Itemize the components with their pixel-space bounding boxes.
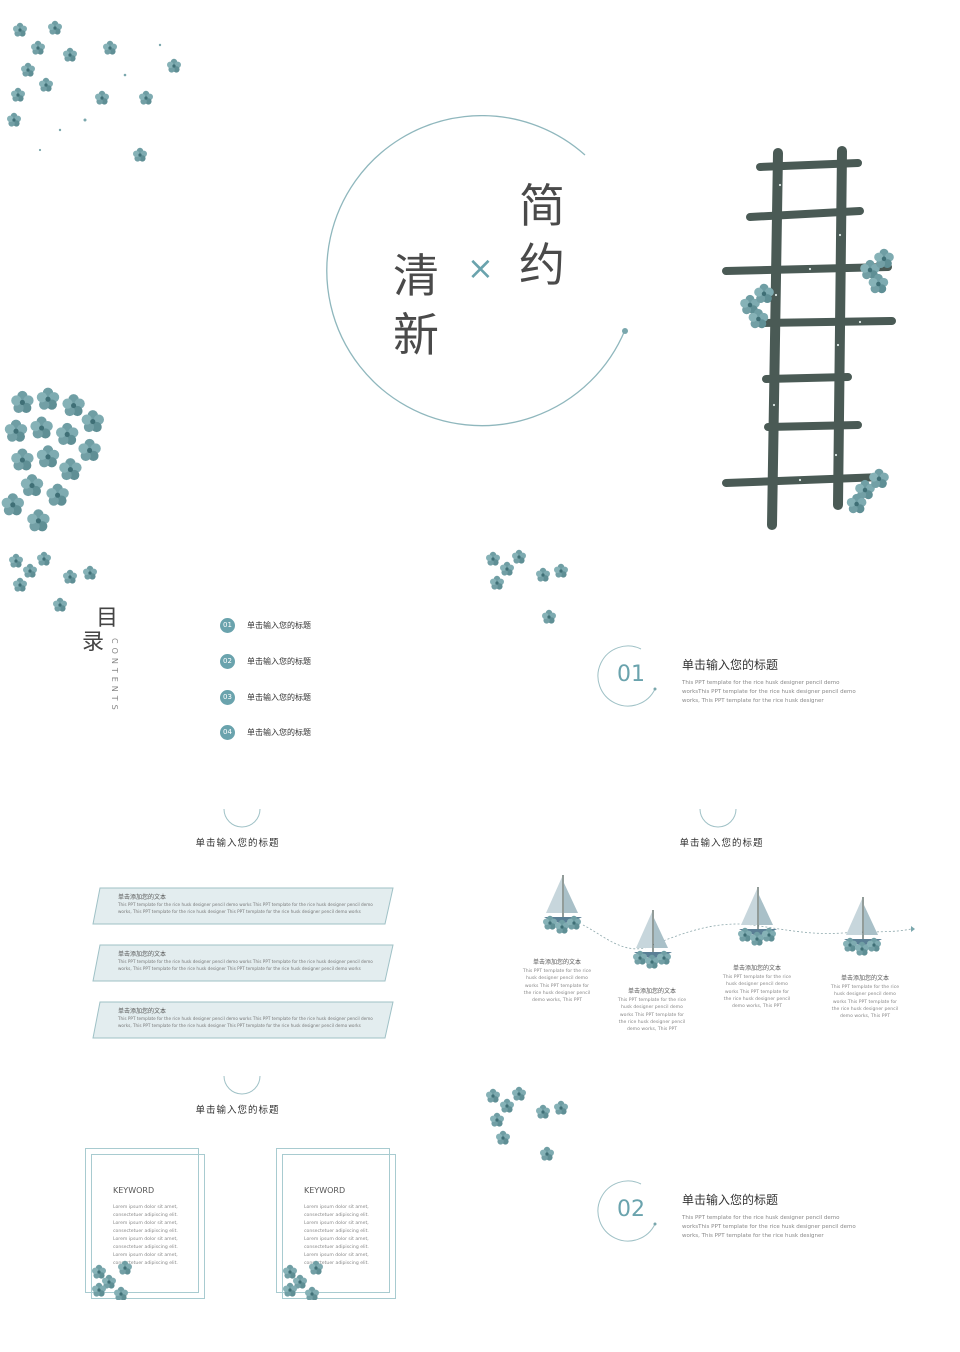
toc-title: 目 录	[82, 606, 119, 656]
toc-subtitle: CONTENTS	[110, 638, 119, 714]
keyword-card-1: KEYWORD Lorem ipsum dolor sit amet, cons…	[85, 1148, 205, 1300]
toc-title-line2: 录	[82, 630, 105, 656]
cover-char-2: 新	[393, 308, 439, 362]
timeline-path	[582, 923, 915, 950]
arc-decoration-icon	[699, 808, 737, 828]
slide-title: 单击输入您的标题	[679, 838, 764, 849]
contents-slide: 目 录 CONTENTS 01 单击输入您的标题 02 单击输入您的标题 03 …	[0, 545, 475, 805]
arc-decoration-icon	[223, 1075, 261, 1095]
timeline-item-text: This PPT template for the rice husk desi…	[522, 969, 592, 1004]
section-description: This PPT template for the rice husk desi…	[682, 1215, 856, 1239]
timeline-slide: 单击输入您的标题 单击添加您的文本 This PPT template for …	[483, 805, 960, 1070]
flower-cluster-icon	[486, 549, 568, 624]
toc-item-label: 单击输入您的标题	[247, 692, 311, 702]
list-slide: 单击输入您的标题 单击添加您的文本 This PPT template for …	[0, 805, 475, 1070]
card-text: Lorem ipsum dolor sit amet, consectetuer…	[304, 1205, 369, 1267]
timeline-item-heading: 单击添加您的文本	[627, 988, 676, 995]
toc-item-number: 04	[220, 724, 235, 740]
toc-item-label: 单击输入您的标题	[247, 656, 311, 666]
toc-title-line1: 目	[96, 606, 119, 631]
toc-item-2[interactable]: 02 单击输入您的标题	[220, 653, 311, 669]
card-keyword: KEYWORD	[113, 1186, 155, 1195]
flower-boat-icon	[543, 875, 582, 934]
text-box-1: 单击添加您的文本 This PPT template for the rice …	[92, 887, 394, 925]
text-box-heading: 单击添加您的文本	[118, 951, 167, 958]
flower-boat-icon	[633, 910, 672, 969]
cover-char-3: 简	[519, 179, 565, 233]
toc-item-1[interactable]: 01 单击输入您的标题	[220, 617, 311, 633]
timeline-item-text: This PPT template for the rice husk desi…	[722, 975, 792, 1010]
section-2-slide: 02 单击输入您的标题 This PPT template for the ri…	[483, 1072, 960, 1352]
section-description: This PPT template for the rice husk desi…	[682, 680, 856, 704]
toc-item-label: 单击输入您的标题	[247, 727, 311, 737]
text-box-body: This PPT template for the rice husk desi…	[118, 902, 373, 915]
flower-bush-icon	[1, 387, 104, 532]
text-box-heading: 单击添加您的文本	[118, 1008, 167, 1015]
slide-title: 单击输入您的标题	[195, 1105, 280, 1116]
toc-item-label: 单击输入您的标题	[247, 620, 311, 630]
timeline-item-heading: 单击添加您的文本	[732, 965, 781, 972]
flower-cluster-icon	[7, 20, 181, 162]
toc-item-number: 01	[220, 617, 235, 633]
flower-boat-icon	[738, 887, 777, 946]
toc-item-number: 02	[220, 653, 235, 669]
arc-decoration-icon	[223, 808, 261, 828]
text-box-heading: 单击添加您的文本	[118, 894, 167, 901]
flower-cluster-icon	[92, 1260, 132, 1300]
ladder-illustration	[722, 146, 896, 530]
cover-separator: ×	[467, 249, 494, 287]
section-title: 单击输入您的标题	[682, 658, 779, 672]
arc-decoration-icon	[597, 1180, 657, 1242]
timeline-item-text: This PPT template for the rice husk desi…	[830, 985, 900, 1020]
text-box-2: 单击添加您的文本 This PPT template for the rice …	[92, 944, 394, 982]
cover-char-1: 清	[393, 249, 439, 303]
timeline-item-heading: 单击添加您的文本	[532, 959, 581, 966]
toc-item-number: 03	[220, 689, 235, 705]
timeline-item-heading: 单击添加您的文本	[840, 975, 889, 982]
circle-arc-decoration	[326, 115, 628, 427]
keyword-card-2: KEYWORD Lorem ipsum dolor sit amet, cons…	[276, 1148, 396, 1300]
toc-item-4[interactable]: 04 单击输入您的标题	[220, 724, 311, 740]
text-box-3: 单击添加您的文本 This PPT template for the rice …	[92, 1001, 394, 1039]
cards-slide: 单击输入您的标题 KEYWORD Lorem ipsum dolor sit a…	[0, 1072, 475, 1352]
card-text: Lorem ipsum dolor sit amet, consectetuer…	[113, 1205, 178, 1267]
cover-char-4: 约	[519, 238, 565, 292]
cover-slide: 清 新 × 简 约	[0, 0, 960, 540]
section-number: 02	[617, 1197, 645, 1222]
text-box-body: This PPT template for the rice husk desi…	[118, 1016, 373, 1029]
flower-boat-icon	[843, 897, 882, 956]
text-box-body: This PPT template for the rice husk desi…	[118, 959, 373, 972]
slide-title: 单击输入您的标题	[195, 838, 280, 849]
flower-cluster-icon	[486, 1086, 568, 1161]
section-1-slide: 01 单击输入您的标题 This PPT template for the ri…	[483, 545, 960, 805]
card-keyword: KEYWORD	[304, 1186, 346, 1195]
section-number: 01	[617, 662, 645, 687]
section-title: 单击输入您的标题	[682, 1193, 779, 1207]
arc-decoration-icon	[597, 645, 657, 707]
toc-item-3[interactable]: 03 单击输入您的标题	[220, 689, 311, 705]
flower-cluster-icon	[283, 1260, 323, 1300]
timeline-item-text: This PPT template for the rice husk desi…	[617, 998, 687, 1033]
flower-cluster-icon	[9, 551, 97, 612]
